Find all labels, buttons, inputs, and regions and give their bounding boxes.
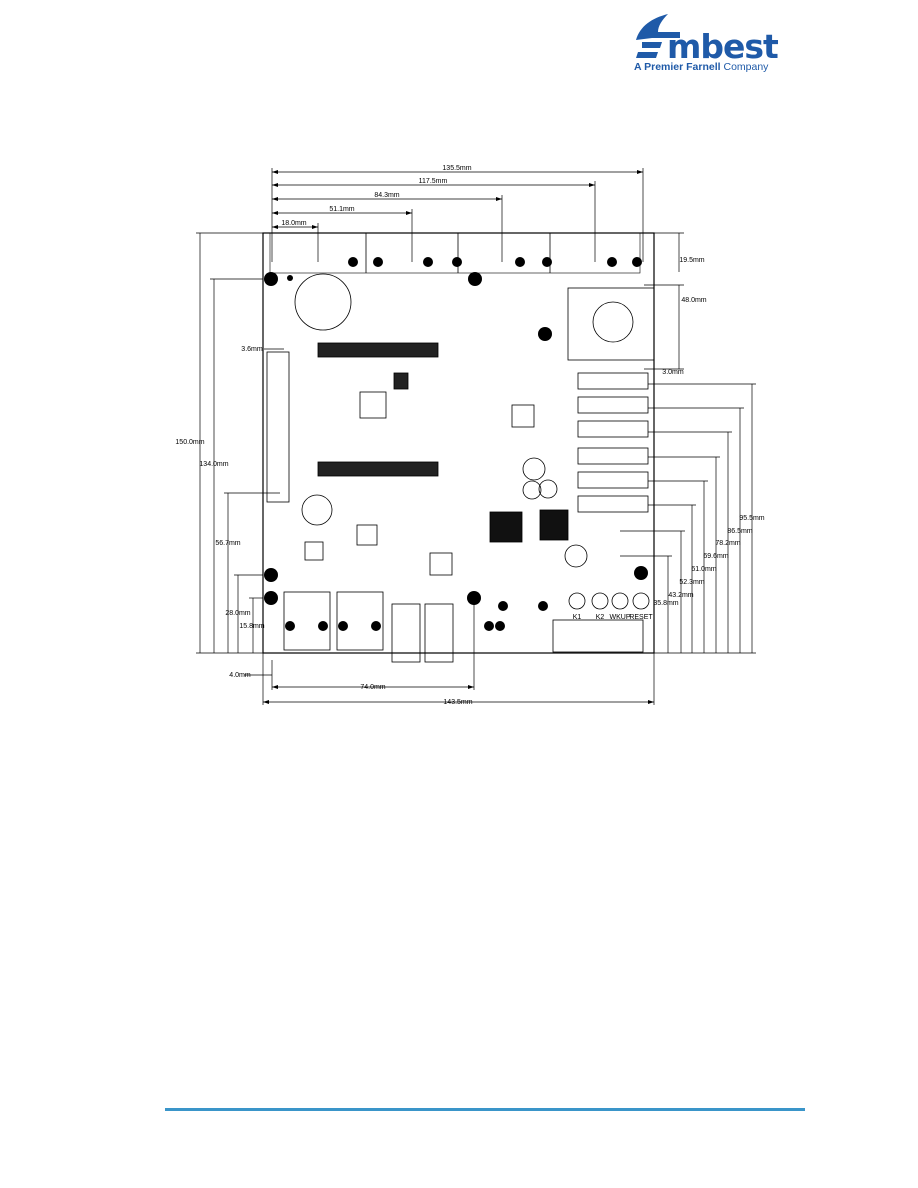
- dim-top-135: 135.5mm: [442, 165, 471, 172]
- dim-bottom-74: 74.0mm: [360, 684, 385, 691]
- dim-right-78: 78.2mm: [715, 540, 740, 547]
- button-label-k1: K1: [573, 614, 582, 621]
- dim-top-84: 84.3mm: [374, 192, 399, 199]
- dim-top-51: 51.1mm: [329, 206, 354, 213]
- dim-right-95: 95.5mm: [739, 515, 764, 522]
- dim-top-117: 117.5mm: [419, 178, 448, 185]
- footer-rule: [165, 1108, 805, 1111]
- button-label-k2: K2: [596, 614, 605, 621]
- dim-left-150: 150.0mm: [175, 439, 204, 446]
- logo-wordmark: mbest: [667, 27, 779, 66]
- logo-tagline-strong: A Premier Farnell: [634, 61, 721, 73]
- dim-left-3-6: 3.6mm: [241, 346, 263, 353]
- dim-left-28: 28.0mm: [225, 610, 250, 617]
- dim-right-86: 86.5mm: [727, 528, 752, 535]
- board-outline: [262, 232, 655, 654]
- dim-bottom-4: 4.0mm: [229, 672, 251, 679]
- dim-right-69: 69.6mm: [703, 553, 728, 560]
- dim-bottom-143: 143.5mm: [443, 699, 472, 706]
- dim-left-15: 15.8mm: [239, 623, 264, 630]
- button-label-wkup: WKUP: [610, 614, 631, 621]
- dim-left-56: 56.7mm: [215, 540, 240, 547]
- dim-left-134: 134.0mm: [199, 461, 228, 468]
- dim-top-18: 18.0mm: [281, 220, 306, 227]
- logo-tagline: A Premier Farnell Company: [634, 62, 768, 73]
- logo-tagline-rest: Company: [720, 61, 769, 73]
- button-label-reset: RESET: [629, 614, 653, 621]
- dim-right-52: 52.3mm: [679, 579, 704, 586]
- dim-right-43: 43.2mm: [668, 592, 693, 599]
- dim-right-61: 61.0mm: [691, 566, 716, 573]
- dim-right-35: 35.8mm: [653, 600, 678, 607]
- embest-logo-mark: [636, 14, 680, 58]
- dim-right-19: 19.5mm: [679, 257, 704, 264]
- dim-right-3: 3.0mm: [662, 369, 684, 376]
- dim-right-48: 48.0mm: [681, 297, 706, 304]
